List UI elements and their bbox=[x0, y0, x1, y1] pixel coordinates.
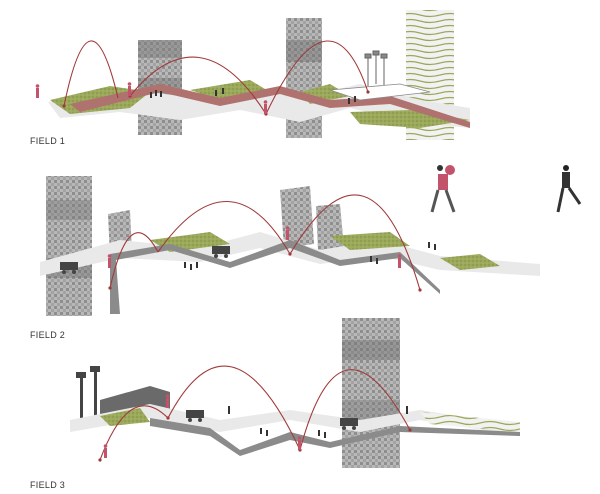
runner-figure-icon bbox=[35, 82, 268, 114]
trajectory-arcs bbox=[63, 40, 369, 115]
field-2-terrain bbox=[40, 232, 540, 314]
field-1-section: FIELD 1 bbox=[30, 10, 470, 146]
vehicle-icon bbox=[186, 410, 358, 430]
runner-figure-icon bbox=[103, 394, 302, 458]
field-1-label: FIELD 1 bbox=[30, 136, 65, 146]
field-3-label: FIELD 3 bbox=[30, 480, 65, 490]
kicker-figure-icon bbox=[430, 165, 456, 213]
vehicle-icon bbox=[60, 246, 230, 274]
field-2-label: FIELD 2 bbox=[30, 330, 65, 340]
crowd-figures bbox=[184, 242, 436, 270]
trajectory-arcs bbox=[109, 194, 421, 291]
field-3-terrain bbox=[70, 404, 520, 456]
stadium-light-tower-icon bbox=[364, 50, 388, 86]
photo-strip-icon bbox=[342, 318, 400, 468]
photo-strip-icon bbox=[46, 176, 92, 316]
runner-figure-icon bbox=[107, 226, 402, 268]
field-3-section: FIELD 3 bbox=[30, 318, 520, 490]
field-1-terrain bbox=[48, 80, 470, 128]
crowd-figures bbox=[228, 406, 408, 438]
field-2-section: FIELD 2 bbox=[30, 176, 540, 340]
runner-figure-icon bbox=[556, 165, 582, 213]
trajectory-points bbox=[108, 252, 422, 292]
crowd-figures bbox=[150, 88, 356, 104]
